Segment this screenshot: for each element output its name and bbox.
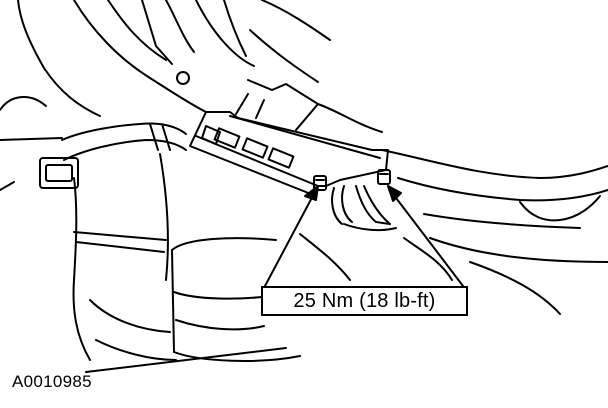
figure-id-label: A0010985	[12, 372, 92, 391]
bracket-bolt-left	[313, 175, 327, 191]
engine-block-outline	[0, 0, 101, 191]
cylindrical-housing	[171, 233, 351, 362]
torque-leader-lines	[264, 185, 464, 287]
flange-coupling	[331, 185, 397, 232]
hose-clamp	[39, 122, 187, 189]
upper-housing	[73, 0, 383, 133]
mounting-bracket	[189, 93, 389, 197]
torque-callout-label: 25 Nm (18 lb-ft)	[261, 286, 468, 316]
baseline-stroke	[85, 347, 287, 373]
lower-intake-hose	[72, 153, 177, 361]
bracket-bolt-right	[377, 169, 391, 185]
right-background-structure	[381, 149, 608, 315]
